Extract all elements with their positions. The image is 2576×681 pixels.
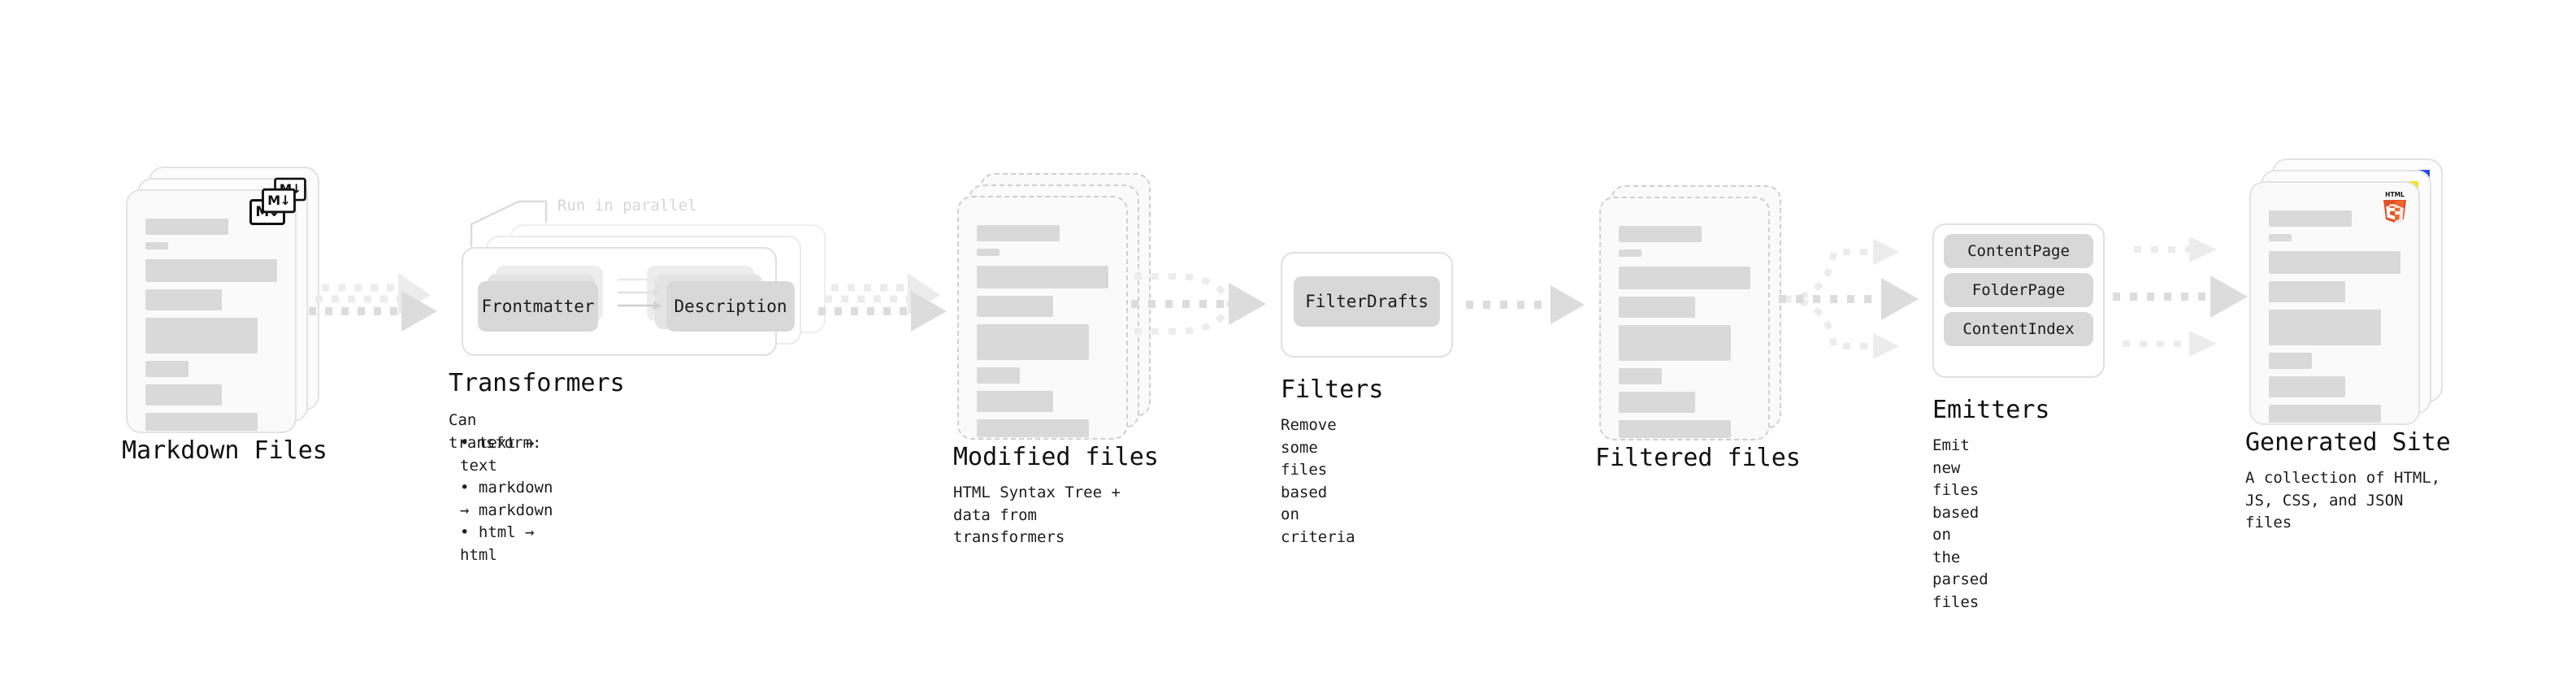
skeleton-bar (145, 259, 277, 282)
skeleton-bar (1619, 249, 1641, 257)
generated-site-subtitle: A collection of HTML, JS, CSS, and JSON … (2245, 469, 2441, 532)
stage-title-filtered-files: Filtered files (1595, 444, 1801, 472)
arrow-emitters-to-site (2113, 232, 2267, 362)
document-skeleton-bars (2269, 210, 2400, 430)
bullet-label: text → text (460, 434, 535, 475)
modified-card-front (957, 196, 1128, 440)
stage-title-modified-files: Modified files (953, 443, 1159, 471)
markdown-card-front: M↓ (126, 189, 297, 433)
generated-file-stack: CSS HTML (2249, 158, 2444, 427)
skeleton-bar (1619, 325, 1731, 361)
skeleton-bar (1619, 226, 1702, 242)
skeleton-bar (145, 318, 258, 354)
bullet-label: html → html (460, 523, 535, 564)
skeleton-bar (1619, 420, 1731, 438)
run-in-parallel-bracket (470, 200, 548, 247)
transformer-inner-arrows (618, 275, 661, 310)
skeleton-bar (977, 266, 1108, 288)
stage-markdown-files: M↓ M↓ M↓ Markdown Files (122, 167, 327, 465)
modified-file-stack (957, 173, 1152, 441)
document-skeleton-bars (1619, 226, 1750, 445)
skeleton-bar (977, 296, 1053, 317)
skeleton-bar (2269, 353, 2313, 369)
modified-files-subtitle: HTML Syntax Tree + data from transformer… (953, 484, 1121, 547)
bullet-item: • markdown → markdown (460, 479, 553, 519)
stage-title-generated-site: Generated Site (2245, 428, 2451, 457)
filtered-file-stack (1599, 185, 1794, 453)
arrow-markdown-to-transformers (307, 268, 453, 349)
skeleton-bar (977, 419, 1089, 437)
html5-icon: HTML (2381, 189, 2409, 224)
skeleton-bar (145, 413, 258, 431)
stage-title-markdown-files: Markdown Files (122, 436, 327, 465)
skeleton-bar (145, 242, 168, 249)
svg-text:HTML: HTML (2385, 191, 2405, 198)
pill-folderpage[interactable]: FolderPage (1944, 273, 2093, 307)
skeleton-bar (2269, 310, 2381, 345)
skeleton-bar (2269, 405, 2381, 423)
bullet-item: • text → text (460, 434, 535, 475)
filtered-card-front (1599, 197, 1770, 440)
arrow-filtered-to-emitters (1776, 234, 1930, 364)
stage-title-transformers: Transformers (449, 369, 625, 397)
skeleton-bar (977, 249, 1000, 256)
pill-frontmatter[interactable]: Frontmatter (478, 281, 598, 332)
skeleton-bar (977, 391, 1053, 412)
skeleton-bar (2269, 281, 2345, 302)
stage-generated-site: CSS HTML (2245, 158, 2451, 531)
stage-modified-files: Modified files HTML Syntax Tree + data f… (953, 173, 1159, 546)
arrow-filters-to-filtered (1463, 280, 1593, 329)
pill-filterdrafts[interactable]: FilterDrafts (1294, 276, 1440, 327)
skeleton-bar (2269, 376, 2345, 397)
bullet-label: markdown → markdown (460, 479, 553, 519)
skeleton-bar (1619, 297, 1695, 318)
document-skeleton-bars (145, 219, 277, 438)
skeleton-bar (977, 367, 1021, 384)
markdown-badge: M↓ (262, 188, 296, 214)
bullet-item: • html → html (460, 523, 535, 564)
transformers-bullet-list: • text → text • markdown → markdown • ht… (449, 432, 553, 566)
stage-filtered-files: Filtered files (1595, 185, 1801, 472)
filters-subtitle: Remove some files based on criteria (1281, 416, 1355, 546)
skeleton-bar (977, 225, 1060, 241)
skeleton-bar (2269, 234, 2292, 241)
arrow-modified-to-filters (1128, 262, 1282, 351)
pill-contentpage[interactable]: ContentPage (1944, 234, 2093, 268)
skeleton-bar (145, 361, 189, 377)
skeleton-bar (145, 219, 229, 235)
pill-description[interactable]: Description (666, 281, 795, 332)
skeleton-bar (1619, 392, 1695, 413)
skeleton-bar (2269, 251, 2400, 274)
stage-title-emitters: Emitters (1932, 396, 2050, 424)
skeleton-bar (145, 289, 222, 310)
pill-contentindex[interactable]: ContentIndex (1944, 312, 2093, 346)
skeleton-bar (2269, 210, 2353, 227)
markdown-file-stack: M↓ M↓ M↓ (126, 167, 321, 435)
skeleton-bar (1619, 368, 1663, 384)
skeleton-bar (1619, 267, 1750, 289)
arrow-transformers-to-modified (817, 268, 963, 349)
skeleton-bar (145, 384, 222, 406)
stage-title-filters: Filters (1281, 375, 1384, 404)
document-skeleton-bars (977, 225, 1108, 445)
emitters-subtitle: Emit new files based on the parsed files (1932, 436, 1988, 611)
transformers-subtitle: Can transform: (449, 411, 542, 452)
generated-card-html: HTML (2249, 181, 2420, 425)
run-in-parallel-label: Run in parallel (557, 197, 697, 215)
skeleton-bar (977, 324, 1089, 360)
